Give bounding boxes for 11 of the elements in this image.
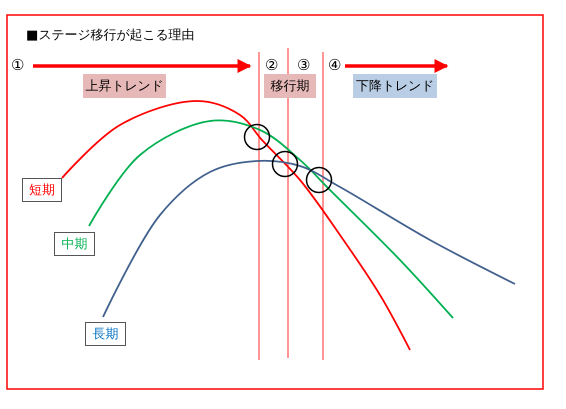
step-number: ④ <box>328 56 342 74</box>
title: ■ステージ移行が起こる理由 <box>26 27 194 44</box>
step-number: ① <box>11 56 24 74</box>
step-number: ③ <box>297 56 310 74</box>
curve-label: 短期 <box>22 178 62 202</box>
step-number: ② <box>265 56 278 74</box>
stage-label: 下降トレンド <box>353 74 437 98</box>
stage-label: 移行期 <box>264 74 316 98</box>
stage-label: 上昇トレンド <box>83 74 166 98</box>
curve-label: 長期 <box>85 322 126 346</box>
curve-label: 中期 <box>54 232 95 256</box>
